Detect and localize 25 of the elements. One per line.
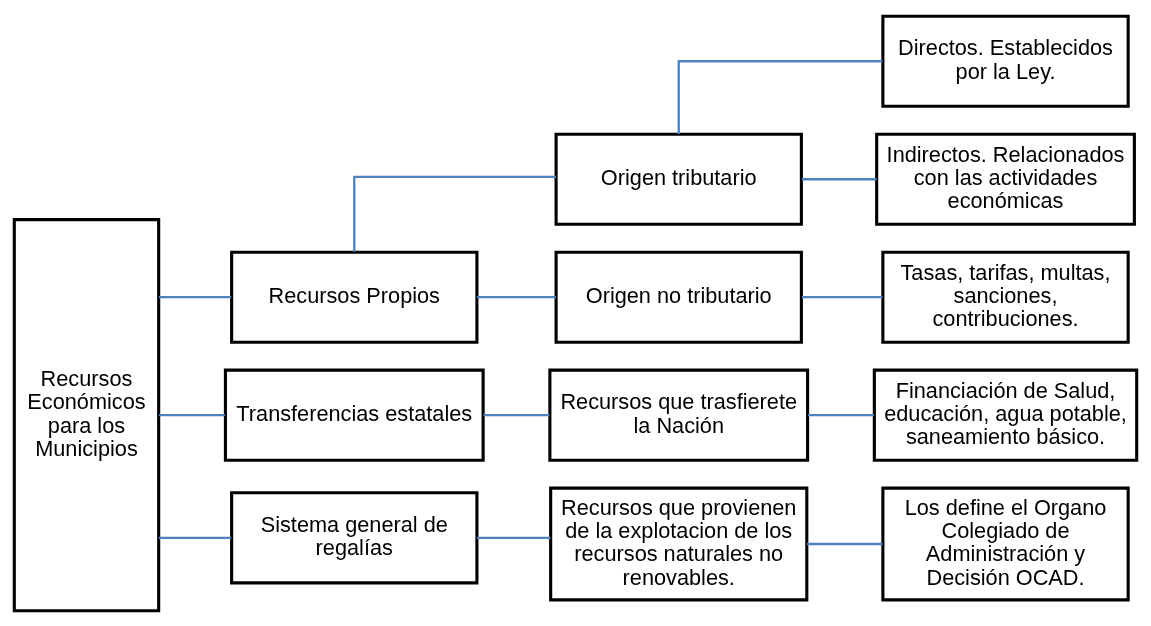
connector (677, 59, 883, 134)
connector (353, 175, 557, 252)
node-box: Los define el Organo Colegiado de Administración y Decisión OCAD. (881, 486, 1130, 601)
node-box: Tasas, tarifas, multas, sanciones, contribuciones. (881, 250, 1130, 344)
node-box: Origen tributario (554, 132, 803, 226)
connector (801, 295, 883, 298)
node-box: Origen no tributario (554, 250, 803, 344)
connector (476, 295, 556, 298)
connector (158, 295, 232, 298)
connector (476, 536, 551, 539)
node-box: Directos. Establecidos por la Ley. (881, 14, 1130, 108)
node-box: Recursos que trasfierete la Nación (548, 368, 810, 462)
connector (801, 177, 877, 180)
connector (806, 542, 883, 545)
node-box: Sistema general de regalías (230, 490, 479, 584)
node-box: Transferencias estatales (223, 368, 485, 462)
connector (158, 536, 232, 539)
node-box: Recursos Propios (230, 250, 479, 344)
node-box: Recursos Económicos para los Municipios (12, 217, 161, 612)
node-box: Indirectos. Relacionados con las actividades económicas (875, 132, 1136, 226)
connector (807, 413, 875, 416)
node-box: Recursos que provienen de la explotacion de los recursos naturales no renovables. (549, 486, 809, 601)
connector (483, 413, 550, 416)
connector (158, 413, 225, 416)
node-box: Financiación de Salud, educación, agua potable, saneamiento básico. (872, 368, 1139, 462)
